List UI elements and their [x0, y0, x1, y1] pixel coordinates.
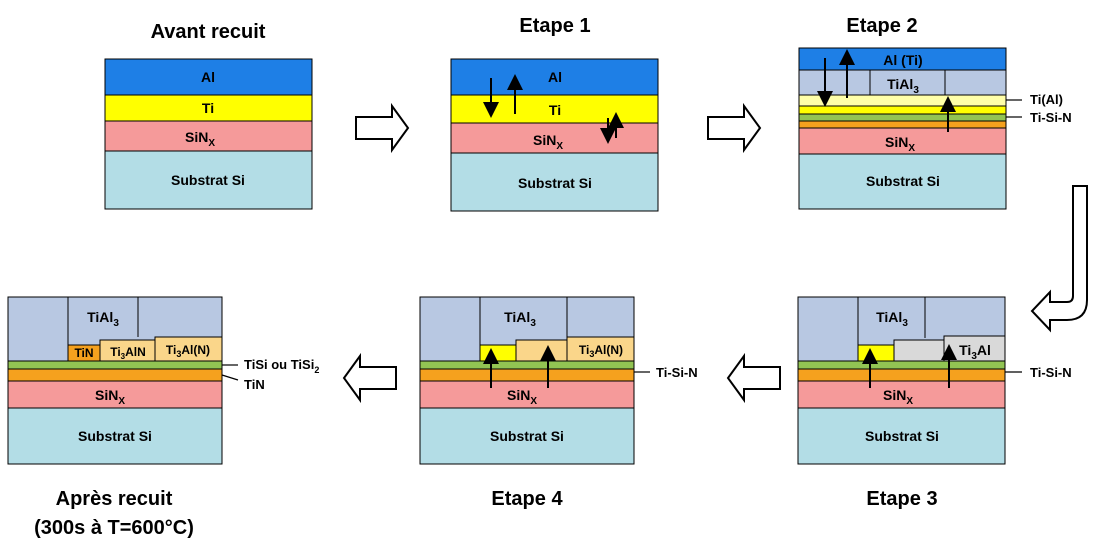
panel-etape-4: TiAl3 Ti3Al(N) SiNX Substrat Si Ti-Si-N: [419, 296, 698, 465]
label-sinx: SiNX: [885, 134, 915, 154]
label-ti3al-n: Ti3Al(N): [166, 343, 210, 359]
title-etape-1: Etape 1: [519, 15, 590, 37]
layer-ti3aln: [566, 336, 635, 362]
label-sinx: SiNX: [507, 387, 537, 407]
label-sinx: SiNX: [883, 387, 913, 407]
layer-ti-al: [798, 94, 1007, 107]
layer-substrat: [797, 407, 1006, 465]
flow-arrow-right: [707, 102, 762, 154]
layer-sinx: [450, 122, 659, 154]
label-sinx: SiNX: [185, 129, 215, 149]
layer-tisi: [7, 360, 223, 370]
panel-etape-1: Al Ti SiNX Substrat Si: [450, 58, 659, 212]
label-ti3aln-island: Ti3AlN: [110, 345, 146, 361]
title-etape-3: Etape 3: [866, 488, 937, 510]
title-apres-recuit: Après recuit: [56, 488, 173, 510]
label-substrat: Substrat Si: [490, 428, 564, 444]
title-apres-recuit-conditions: (300s à T=600°C): [34, 517, 194, 539]
layer-tin: [7, 368, 223, 382]
side-label-tisin: Ti-Si-N: [656, 365, 698, 380]
label-al: Al: [548, 69, 562, 85]
flow-arrow-left: [342, 352, 397, 404]
layer-substrat: [7, 407, 223, 465]
label-tial3: TiAl3: [504, 309, 536, 329]
layer-sinx: [797, 380, 1006, 409]
layer-tin: [797, 368, 1006, 382]
layer-tial3: [798, 69, 1007, 96]
title-avant-recuit: Avant recuit: [151, 21, 266, 43]
layer-ti: [857, 344, 895, 362]
label-al: Al: [201, 69, 215, 85]
label-substrat: Substrat Si: [171, 172, 245, 188]
layer-ti: [479, 344, 517, 362]
layer-ti3al-gray: [893, 339, 945, 362]
layer-substrat: [450, 152, 659, 212]
layer-sinx: [419, 380, 635, 409]
layer-substrat: [104, 150, 313, 210]
label-tial3: TiAl3: [887, 76, 919, 96]
layer-ti3aln-mid: [515, 339, 568, 362]
flow-arrow-right: [355, 102, 410, 154]
panel-avant-recuit: Al Ti SiNX Substrat Si: [104, 58, 313, 210]
side-label-tisi: TiSi ou TiSi2: [244, 357, 319, 375]
label-al-ti: Al (Ti): [883, 52, 922, 68]
label-tin-island: TiN: [74, 346, 93, 360]
layer-tisin: [798, 113, 1007, 122]
label-substrat: Substrat Si: [866, 173, 940, 189]
flow-arrow-bend: [1030, 185, 1088, 333]
title-etape-2: Etape 2: [846, 15, 917, 37]
layer-ti: [798, 105, 1007, 115]
title-etape-4: Etape 4: [491, 488, 563, 510]
label-sinx: SiNX: [95, 387, 125, 407]
label-sinx: SiNX: [533, 132, 563, 152]
label-substrat: Substrat Si: [78, 428, 152, 444]
layer-tin: [798, 120, 1007, 129]
panel-etape-2: Al (Ti) TiAl3 SiNX Substrat Si Ti(Al) Ti…: [798, 47, 1072, 210]
label-tial3: TiAl3: [87, 309, 119, 329]
label-ti3aln: Ti3Al(N): [579, 343, 623, 359]
panel-apres-recuit: TiAl3 TiN Ti3AlN Ti3Al(N) SiNX Substrat …: [7, 296, 319, 465]
layer-sinx: [104, 120, 313, 152]
label-ti: Ti: [549, 102, 561, 118]
side-label-ti-al: Ti(Al): [1030, 92, 1063, 107]
layer-tisin: [419, 360, 635, 370]
layer-substrat: [419, 407, 635, 465]
side-label-tisin: Ti-Si-N: [1030, 110, 1072, 125]
layer-sinx: [7, 380, 223, 409]
label-ti3al: Ti3Al: [959, 342, 991, 362]
side-label-tisin: Ti-Si-N: [1030, 365, 1072, 380]
panel-etape-3: TiAl3 Ti3Al SiNX Substrat Si Ti-Si-N: [797, 296, 1072, 465]
label-substrat: Substrat Si: [518, 175, 592, 191]
layer-al: [104, 58, 313, 96]
layer-tin: [419, 368, 635, 382]
label-substrat: Substrat Si: [865, 428, 939, 444]
label-tial3: TiAl3: [876, 309, 908, 329]
layer-ti: [104, 94, 313, 122]
layer-substrat: [798, 153, 1007, 210]
label-ti: Ti: [202, 100, 214, 116]
flow-arrow-left: [726, 352, 781, 404]
layer-al: [450, 58, 659, 96]
layer-tisin: [797, 360, 1006, 370]
side-label-tin: TiN: [244, 377, 265, 392]
